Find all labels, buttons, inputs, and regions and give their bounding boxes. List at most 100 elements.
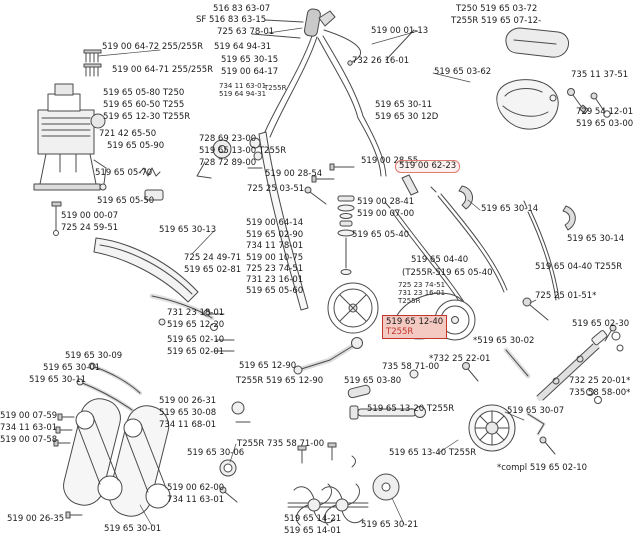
part-number-label: 519 00 26-35 bbox=[7, 514, 65, 524]
part-number-label: 731 23 16-01 bbox=[246, 275, 304, 285]
panel-fasteners bbox=[567, 88, 611, 118]
throttle-control bbox=[251, 8, 336, 39]
part-number-label: *compl 519 65 02-10 bbox=[497, 463, 588, 473]
part-number-label: 519 00 07-59 bbox=[0, 411, 58, 421]
handlebar-tube bbox=[263, 29, 415, 177]
part-number-label: 519 65 05-50 bbox=[97, 196, 155, 206]
part-number-label: 519 65 30-15 bbox=[221, 55, 279, 65]
part-number-label: 519 00 00-07 bbox=[61, 211, 119, 221]
engine-mount-screws bbox=[83, 49, 102, 77]
part-number-label: 728 72 89-00 bbox=[199, 158, 257, 168]
handle-mount-bracket bbox=[536, 324, 624, 404]
part-number-label: 519 00 62-23 bbox=[395, 160, 461, 173]
part-number-label: 519 65 05-80 T250 bbox=[103, 88, 185, 98]
part-number-label: 519 65 04-40 bbox=[411, 255, 469, 265]
hardware-stack bbox=[304, 163, 355, 275]
part-number-label: 519 65 30-06 bbox=[187, 448, 245, 458]
part-number-label: 519 65 02-30 bbox=[572, 319, 630, 329]
part-number-label: 519 65 12-90 bbox=[239, 361, 297, 371]
part-number-label: 735 58 58-00* bbox=[569, 388, 631, 398]
engine-assembly bbox=[33, 83, 107, 191]
chain-case-assembly bbox=[63, 398, 171, 517]
part-number-label: 732 26 16-01 bbox=[352, 56, 410, 66]
part-number-label: 519 65 02-10 bbox=[167, 335, 225, 345]
part-number-label: 519 00 64-17 bbox=[221, 67, 279, 77]
leader-lines bbox=[97, 27, 537, 527]
part-number-label: 735 58 71-00 bbox=[382, 362, 440, 372]
highlighted-part-variant: T255R bbox=[386, 327, 414, 337]
part-number-label: 519 65 02-01 bbox=[167, 347, 225, 357]
hook-lever-right bbox=[562, 205, 576, 231]
tension-lever bbox=[293, 337, 363, 375]
part-number-label: 519 65 30-11 bbox=[375, 100, 433, 110]
part-number-label: 729 54 12-01 bbox=[576, 107, 634, 117]
drive-belt-long bbox=[258, 131, 309, 311]
part-number-label: 519 65 60-50 T255 bbox=[103, 100, 185, 110]
tine-end-disc bbox=[372, 473, 400, 501]
part-number-label: 519 65 13-20 T255R bbox=[367, 404, 455, 414]
part-number-label: 519 65 12-20 bbox=[167, 320, 225, 330]
transport-wheel bbox=[468, 404, 556, 455]
part-number-label: SF 516 83 63-15 bbox=[196, 15, 267, 25]
part-number-label: 519 65 05-70 bbox=[95, 168, 153, 178]
part-number-label: *519 65 30-02 bbox=[473, 336, 535, 346]
part-number-label: 519 65 30-11 bbox=[29, 375, 87, 385]
part-number-label: 734 11 68-01 bbox=[159, 420, 217, 430]
pulley-wheel bbox=[327, 282, 379, 334]
roller-and-axle bbox=[347, 384, 426, 420]
part-number-label: 519 00 64-72 255/255R bbox=[102, 42, 204, 52]
part-number-label: 519 65 05-90 bbox=[107, 141, 165, 151]
part-number-label: 725 24 59-51 bbox=[61, 223, 119, 233]
part-number-label: 519 00 07-00 bbox=[357, 209, 415, 219]
part-number-label: 725 25 01-51* bbox=[535, 291, 597, 301]
part-number-label: 725 23 74-51 bbox=[398, 281, 446, 289]
tine-assembly bbox=[287, 442, 369, 526]
part-number-label: 519 00 10-75 bbox=[246, 253, 304, 263]
highlighted-part-number: 519 65 12-40 bbox=[386, 317, 444, 327]
part-number-label: 519 65 13-40 T255R bbox=[389, 448, 477, 458]
part-number-label: 519 65 30-21 bbox=[361, 520, 419, 530]
part-number-label: 734 11 78-01 bbox=[246, 241, 304, 251]
part-number-label: 519 65 30-01 bbox=[104, 524, 162, 534]
part-number-label: 519 65 30-08 bbox=[159, 408, 217, 418]
part-number-label: *732 25 22-01 bbox=[429, 354, 491, 364]
part-number-label: 519 65 30-07 bbox=[507, 406, 565, 416]
part-number-label: 519 00 07-58 bbox=[0, 435, 58, 445]
bracket-screws bbox=[409, 297, 549, 382]
part-number-label: 519 65 30-13 bbox=[159, 225, 217, 235]
part-number-label: 519 00 62-00 bbox=[167, 483, 225, 493]
part-number-label: 519 00 26-31 bbox=[159, 396, 217, 406]
part-number-label: 519 65 02-81 bbox=[184, 265, 242, 275]
link-plate-part bbox=[401, 174, 419, 196]
part-number-label: 519 65 05-60 bbox=[246, 286, 304, 296]
part-number-label: 516 83 63-07 bbox=[213, 4, 271, 14]
highlighted-part-callout: 519 65 12-40 T255R bbox=[382, 315, 448, 339]
part-number-label: 728 69 23-00 bbox=[199, 134, 257, 144]
part-number-label: 721 42 65-50 bbox=[99, 129, 157, 139]
spacer-rings bbox=[219, 401, 251, 503]
part-number-label: 734 11 63-01 bbox=[0, 423, 58, 433]
part-number-label: 519 00 28-55 bbox=[361, 156, 419, 166]
part-number-label: 725 23 74-51 bbox=[246, 264, 304, 274]
part-number-label: 725 25 03-51 bbox=[247, 184, 305, 194]
part-number-label: 519 65 05-40 bbox=[352, 230, 410, 240]
part-number-label: T250 519 65 03-72 bbox=[456, 4, 538, 14]
part-number-label: T255R 519 65 12-90 bbox=[236, 376, 324, 386]
case-screws bbox=[53, 413, 83, 519]
part-number-label: T255R bbox=[398, 297, 421, 305]
part-number-label: (T255R-519 65 05-40 bbox=[402, 268, 493, 278]
part-number-label: 519 65 03-80 bbox=[344, 376, 402, 386]
part-number-label: 735 11 37-51 bbox=[571, 70, 629, 80]
mid-left-bolts bbox=[203, 309, 235, 352]
part-number-label: 519 65 14-21 bbox=[284, 514, 342, 524]
part-number-label: 519 65 12-30 T255R bbox=[103, 112, 191, 122]
left-carriage-bolt bbox=[51, 201, 62, 236]
part-number-label: 519 65 30-14 bbox=[567, 234, 625, 244]
part-number-label: 725 63 78-01 bbox=[217, 27, 275, 37]
part-number-label: 519 00 28-54 bbox=[265, 169, 323, 179]
part-number-label: 519 65 13-00 T255R bbox=[199, 146, 287, 156]
part-number-label: T255R 519 65 07-12- bbox=[451, 16, 542, 26]
